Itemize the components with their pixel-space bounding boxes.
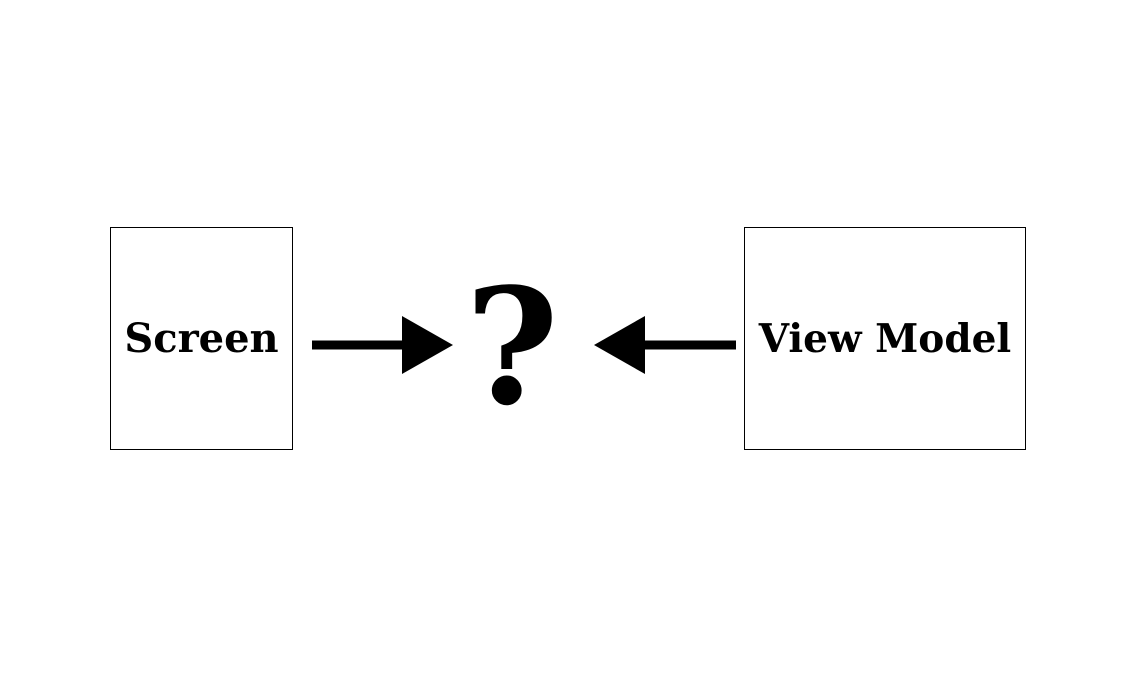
question-mark: ? xyxy=(465,253,559,441)
screen-label: Screen xyxy=(124,315,279,362)
view-model-node: View Model xyxy=(744,227,1026,450)
arrow-view-model-to-question xyxy=(594,316,736,374)
arrow-screen-head xyxy=(402,316,453,374)
screen-node: Screen xyxy=(110,227,293,450)
arrow-view-model-head xyxy=(594,316,645,374)
view-model-label: View Model xyxy=(758,315,1012,362)
arrow-screen-to-question xyxy=(312,316,453,374)
